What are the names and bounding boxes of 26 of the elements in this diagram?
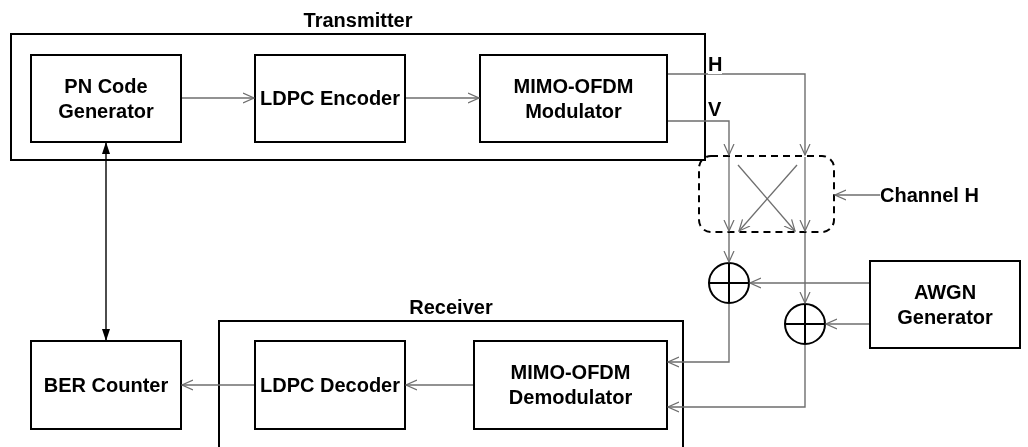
- process-block: BER Counter: [30, 340, 182, 430]
- arrow: [749, 277, 870, 289]
- arrow: [181, 92, 255, 104]
- arrow: [723, 232, 735, 263]
- process-block: PN Code Generator: [30, 54, 182, 143]
- group-title: Receiver: [409, 295, 493, 319]
- process-block: LDPC Encoder: [254, 54, 406, 143]
- arrow: [405, 92, 480, 104]
- arrow: [834, 189, 881, 201]
- arrow: [667, 73, 811, 156]
- arrow: [667, 120, 735, 156]
- process-block: AWGN Generator: [869, 260, 1021, 349]
- arrow: [405, 379, 474, 391]
- arrow: [667, 344, 806, 413]
- arrow: [667, 303, 730, 368]
- process-block: LDPC Decoder: [254, 340, 406, 430]
- process-block: MIMO-OFDM Modulator: [479, 54, 668, 143]
- group-title: Transmitter: [303, 8, 413, 32]
- edge-label: V: [708, 99, 722, 119]
- channel-label: Channel H: [880, 183, 979, 207]
- arrow: [181, 379, 255, 391]
- arrow: [102, 142, 110, 341]
- edge-label: H: [708, 54, 723, 74]
- arrow: [799, 232, 811, 304]
- process-block: MIMO-OFDM Demodulator: [473, 340, 668, 430]
- arrow: [825, 318, 870, 330]
